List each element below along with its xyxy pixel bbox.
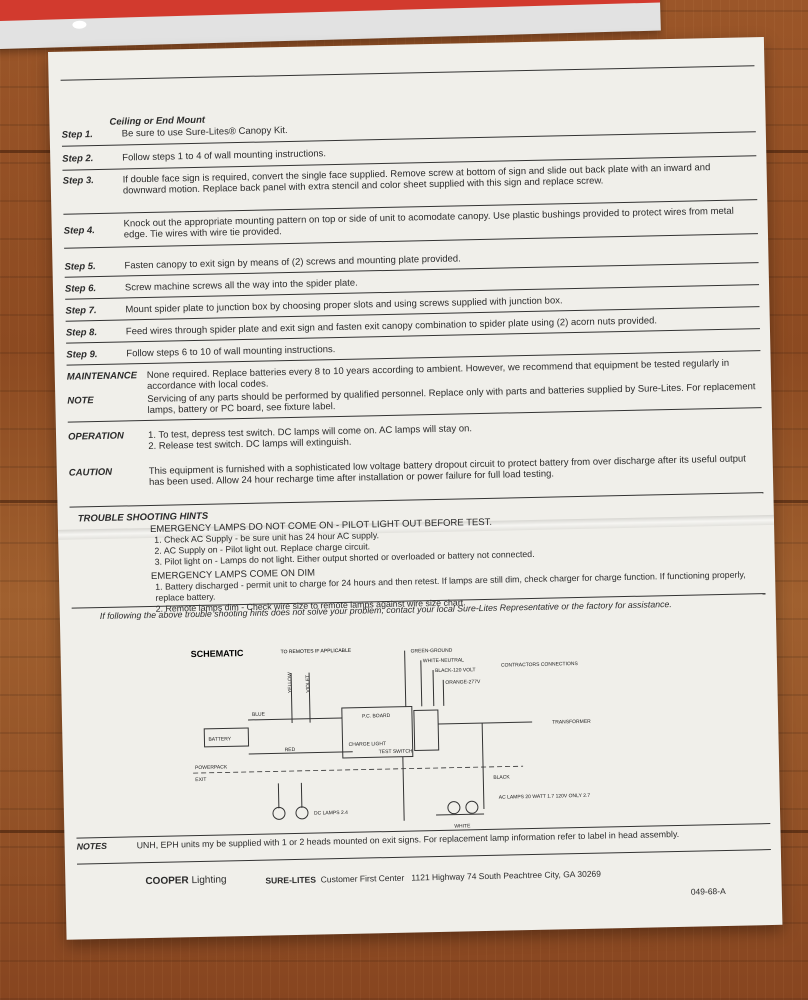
caution-text: This equipment is furnished with a sophi… (148, 453, 747, 488)
step-label: Step 2. (62, 153, 94, 165)
footer-sure-lites: SURE-LITES (265, 874, 317, 886)
label-orange-277: ORANGE-277V (445, 679, 481, 686)
label-pc-board: P.C. BOARD (362, 713, 391, 720)
step-label: Step 6. (64, 283, 97, 295)
caution-row: CAUTION This equipment is furnished with… (69, 453, 762, 503)
label-blue: BLUE (252, 712, 266, 718)
label-battery: BATTERY (208, 736, 231, 742)
step-label: Step 7. (65, 305, 97, 317)
label-yellow: YELLOW (287, 672, 293, 693)
label-dc-lamps: DC LAMPS 2.4 (314, 810, 348, 817)
label-green-ground: GREEN-GROUND (411, 648, 453, 655)
label-contractors: CONTRACTORS CONNECTIONS (501, 661, 579, 669)
label-to-remotes: TO REMOTES IF APPLICABLE (281, 648, 352, 655)
section-heading: Ceiling or End Mount (109, 114, 206, 128)
wiring-schematic: SCHEMATIC TO REMOTES IF APPLICABLE YELLO… (191, 648, 592, 830)
sign-light-dot (72, 20, 87, 29)
label-powerpack: POWERPACK (195, 764, 228, 771)
label-exit: EXIT (195, 777, 206, 783)
label-black: BLACK (493, 774, 510, 780)
footer-brand: COOPER Lighting (145, 874, 226, 887)
instruction-sheet: Ceiling or End Mount Step 1. Be sure to … (48, 37, 783, 940)
label-white: WHITE (454, 823, 471, 829)
step-label: Step 8. (65, 327, 98, 339)
schematic-title: SCHEMATIC (191, 648, 245, 659)
rule (60, 65, 755, 81)
operation-label: OPERATION (67, 430, 124, 443)
label-violet: VIOLET (305, 675, 311, 693)
label-red: RED (285, 747, 296, 753)
step-label: Step 3. (62, 175, 94, 187)
note-label: NOTE (67, 395, 94, 407)
label-charge-light: CHARGE LIGHT (349, 741, 387, 748)
caution-label: CAUTION (68, 466, 113, 479)
notes-label: NOTES (76, 840, 108, 852)
label-test-switch: TEST SWITCH (379, 749, 413, 756)
footer-center: Customer First Center (320, 872, 405, 885)
part-number: 049-68-A (690, 885, 726, 897)
step-text: Fasten canopy to exit sign by means of (… (124, 253, 461, 272)
label-ac-lamps: AC LAMPS 20 WATT 1.7 120V ONLY 2.7 (499, 793, 591, 801)
label-transformer: TRANSFORMER (552, 719, 591, 726)
maintenance-label: MAINTENANCE (66, 370, 138, 383)
brand-lighting: Lighting (191, 874, 227, 887)
footer-address: 1121 Highway 74 South Peachtree City, GA… (411, 868, 602, 883)
brand-cooper: COOPER (145, 875, 189, 888)
heading-row: Ceiling or End Mount (61, 103, 753, 128)
wires (203, 650, 533, 821)
step-label: Step 1. (61, 129, 94, 141)
powerpack-divider (193, 765, 524, 774)
step-label: Step 9. (66, 349, 98, 361)
operation-row: OPERATION 1. To test, depress test switc… (68, 417, 760, 455)
step-text: Be sure to use Sure-Lites® Canopy Kit. (121, 124, 288, 140)
label-white-neutral: WHITE-NEUTRAL (423, 657, 464, 664)
label-black-120: BLACK-120 VOLT (435, 667, 476, 674)
step-label: Step 4. (63, 225, 96, 237)
sign-red-band (0, 0, 661, 22)
step-label: Step 5. (64, 261, 96, 273)
footer-line: SURE-LITES Customer First Center 1121 Hi… (265, 869, 601, 887)
